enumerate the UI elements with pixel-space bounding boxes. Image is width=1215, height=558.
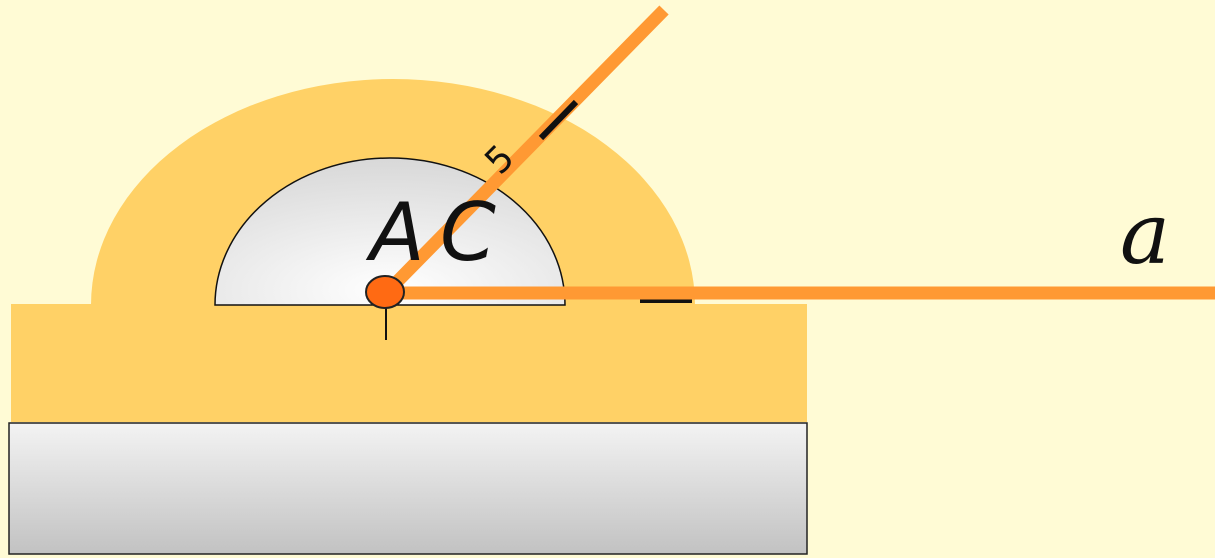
vertex-point-icon [365,275,405,309]
edge-tick [640,299,692,303]
ray-slanted [381,5,669,298]
vertex-label: A [365,186,425,279]
scale-tick [538,99,579,141]
protractor-body [11,304,807,422]
vertex-label-partial: C [440,186,496,279]
line-label: a [1120,185,1170,283]
base-plate [8,422,808,555]
